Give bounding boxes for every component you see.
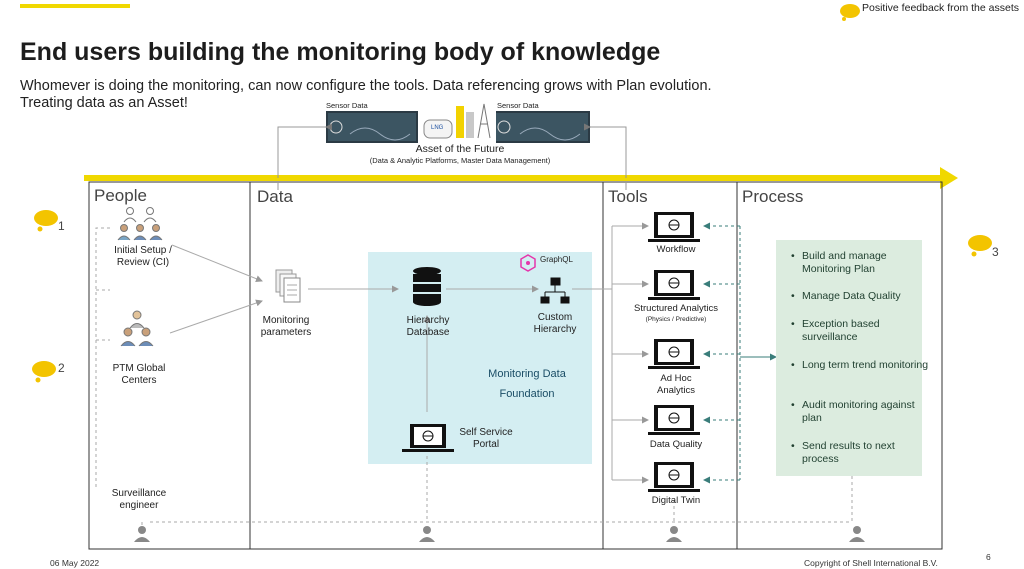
laptop-icon-self-service: [402, 424, 454, 452]
tool-structured-label: Structured Analytics: [634, 303, 718, 314]
graphql-label: GraphQL: [540, 255, 573, 264]
thought-cloud-icon-2: [32, 361, 56, 383]
laptop-icon-structured: [648, 270, 700, 300]
sensor-data-label-right: Sensor Data: [497, 101, 539, 110]
lane-title-data: Data: [257, 187, 293, 206]
laptop-icon-adhoc: [648, 339, 700, 369]
slide-subtitle: Whomever is doing the monitoring, can no…: [20, 78, 712, 112]
process-list: Build and manage Monitoring Plan Manage …: [784, 240, 930, 476]
subtitle-line-1: Whomever is doing the monitoring, can no…: [20, 78, 712, 94]
foundation-label: Monitoring Data Foundation: [488, 368, 566, 400]
database-icon: [413, 267, 441, 306]
tool-quality-label: Data Quality: [649, 439, 703, 450]
page-number: 6: [986, 552, 991, 562]
process-item: Manage Data Quality: [791, 290, 930, 303]
process-item: Exception based surveillance: [791, 318, 930, 344]
monitoring-parameters-label: Monitoring parameters: [260, 315, 312, 338]
slide-title: End users building the monitoring body o…: [20, 38, 661, 66]
footer-date: 06 May 2022: [50, 558, 100, 568]
hierarchy-tree-icon: [540, 277, 570, 304]
initial-setup-label: Initial Setup / Review (CI): [114, 245, 172, 268]
laptop-icon-quality: [648, 405, 700, 435]
people-group-icon: [117, 207, 163, 241]
title-accent-bar: [20, 4, 130, 8]
tool-adhoc-label: Ad Hoc Analytics: [656, 373, 695, 396]
asset-subtitle: (Data & Analytic Platforms, Master Data …: [369, 156, 551, 165]
hierarchy-database-label: Hierarchy Database: [406, 315, 450, 338]
tool-workflow-label: Workflow: [656, 244, 696, 255]
timeline-bar: [84, 175, 944, 181]
timeline-arrowhead: [940, 167, 958, 189]
marker-2: 2: [58, 361, 65, 375]
self-service-label: Self Service Portal: [459, 427, 513, 450]
lanes-frame: [88, 181, 943, 550]
process-item: Build and manage Monitoring Plan: [791, 250, 930, 276]
feedback-label: Positive feedback from the assets: [862, 2, 1019, 14]
thought-cloud-icon-1: [34, 210, 58, 232]
thought-cloud-icon: [840, 4, 860, 21]
graphql-icon: [520, 254, 536, 272]
custom-hierarchy-label: Custom Hierarchy: [533, 312, 577, 335]
lane-title-people: People: [94, 186, 147, 205]
global-centers-icon: [120, 310, 154, 347]
process-item: Audit monitoring against plan: [791, 399, 930, 425]
document-stack-icon: [275, 269, 301, 303]
ptm-global-label: PTM Global Centers: [112, 363, 166, 386]
tool-structured-sublabel: (Physics / Predictive): [645, 316, 707, 323]
process-box: [776, 240, 922, 476]
footer-copyright: Copyright of Shell International B.V.: [804, 558, 938, 568]
thought-cloud-icon-3: [968, 235, 992, 257]
tool-twin-label: Digital Twin: [651, 495, 701, 506]
engineer-person-icon: [134, 526, 865, 542]
lng-label: LNG: [431, 125, 444, 131]
marker-3: 3: [992, 245, 999, 259]
surveillance-engineer-label: Surveillance engineer: [111, 488, 167, 511]
process-item: Send results to next process: [791, 440, 930, 466]
subtitle-line-2: Treating data as an Asset!: [20, 95, 188, 111]
lane-title-process: Process: [742, 187, 804, 206]
laptop-icon-workflow: [648, 212, 700, 242]
asset-title: Asset of the Future: [415, 143, 505, 155]
lane-title-tools: Tools: [608, 187, 648, 206]
process-item: Long term trend monitoring: [791, 359, 930, 372]
sensor-data-label-left: Sensor Data: [326, 101, 368, 110]
marker-1: 1: [58, 219, 65, 233]
laptop-icon-twin: [648, 462, 700, 492]
